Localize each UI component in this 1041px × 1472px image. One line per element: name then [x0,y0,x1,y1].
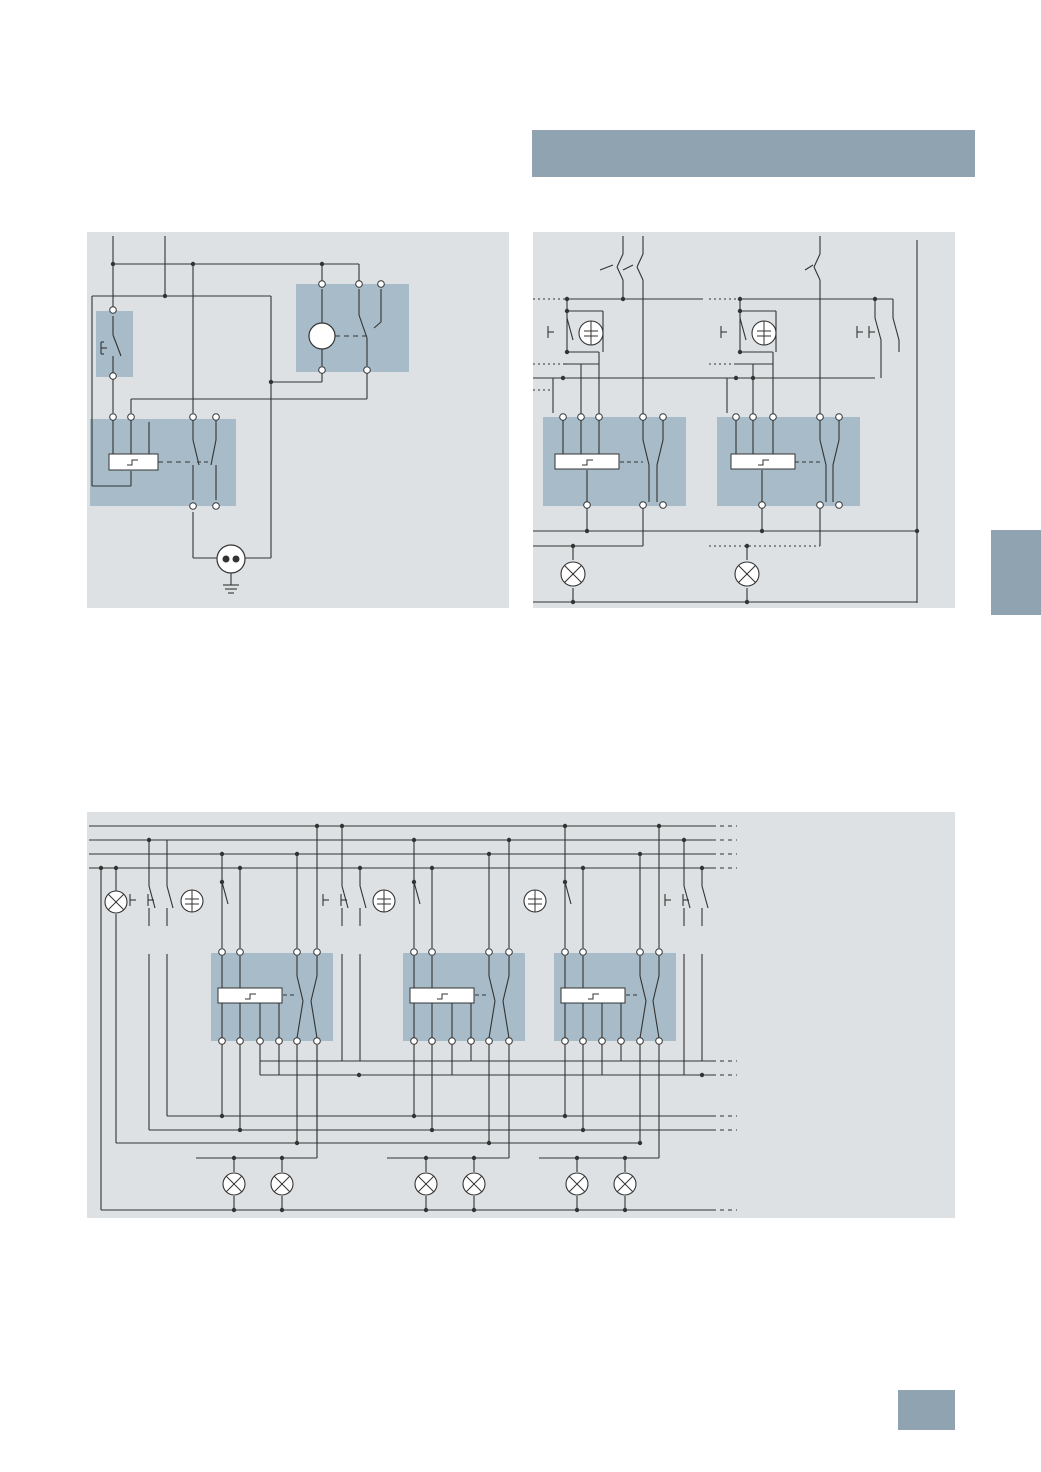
header-band [532,130,975,177]
wiring-diagram-three-staircase-timers-bus [87,812,955,1218]
wiring-diagram-timer-relay-with-socket [87,232,509,608]
side-tab [991,530,1041,615]
page-number-box [898,1390,955,1430]
timer-relay-box [108,453,159,471]
light-sensor-icon [308,322,336,350]
wiring-diagram-two-staircase-timers [533,232,955,608]
pushbutton-module [96,311,133,377]
illuminated-pushbutton-icon [578,320,777,346]
socket-outlet-icon [216,544,246,574]
